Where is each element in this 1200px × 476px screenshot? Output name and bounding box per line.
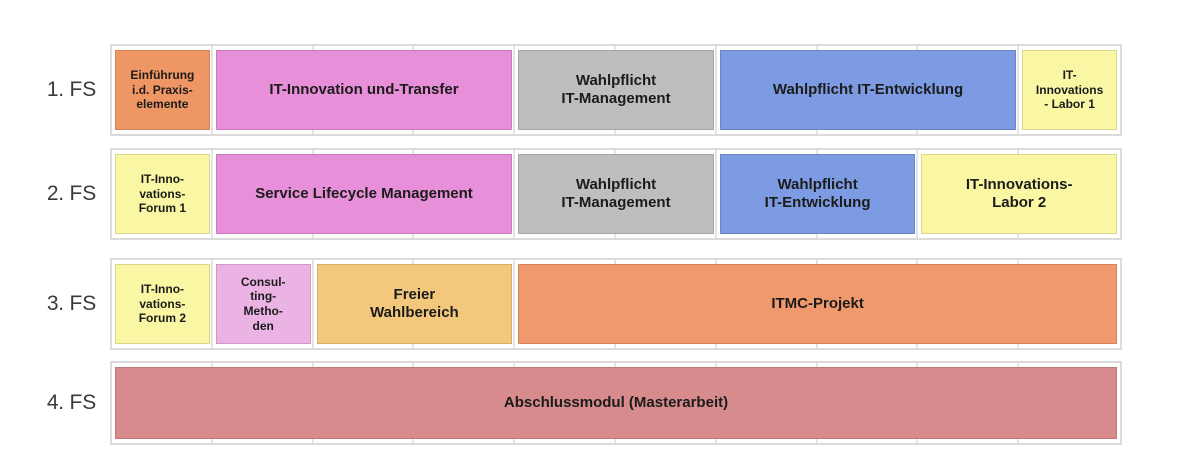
module-box: IT- Innovations - Labor 1 [1022,50,1117,130]
module-boxes: Abschlussmodul (Masterarbeit) [112,363,1120,443]
module-box: IT-Inno- vations- Forum 2 [115,264,210,344]
semester-label: 3. FS [46,292,96,315]
strip-cell [112,46,213,134]
module-box: ITMC-Projekt [518,264,1117,344]
strip-cell [112,260,213,348]
module-box: Abschlussmodul (Masterarbeit) [115,367,1117,439]
semester-strip: Abschlussmodul (Masterarbeit) [110,361,1122,445]
strip-cell [414,150,516,238]
semester-label: 1. FS [46,78,96,101]
semester-row: 4. FS Abschlussmodul (Masterarbeit) [0,361,1122,445]
module-box: Freier Wahlbereich [316,264,513,344]
strip-cell [616,150,717,238]
strip-cell [414,260,516,348]
module-box: Service Lifecycle Management [215,154,513,234]
semester-label: 4. FS [46,391,96,414]
strip-cell [414,46,516,134]
strip-cell [112,150,213,238]
module-box: Consul- ting- Metho- den [215,264,311,344]
semester-label: 2. FS [46,182,96,205]
strip-cell [213,260,314,348]
module-box: IT-Innovation und-Transfer [215,50,513,130]
module-box: Wahlpflicht IT-Entwicklung [719,154,916,234]
strip-cell [918,46,1020,134]
module-box: Wahlpflicht IT-Management [518,50,714,130]
module-box: Wahlpflicht IT-Entwicklung [719,50,1017,130]
module-box: Einführung i.d. Praxis- elemente [115,50,210,130]
module-box: Wahlpflicht IT-Management [518,154,714,234]
strip-cell [818,150,919,238]
module-box: IT-Innovations- Labor 2 [921,154,1117,234]
strip-cell [616,46,717,134]
module-box: IT-Inno- vations- Forum 1 [115,154,210,234]
